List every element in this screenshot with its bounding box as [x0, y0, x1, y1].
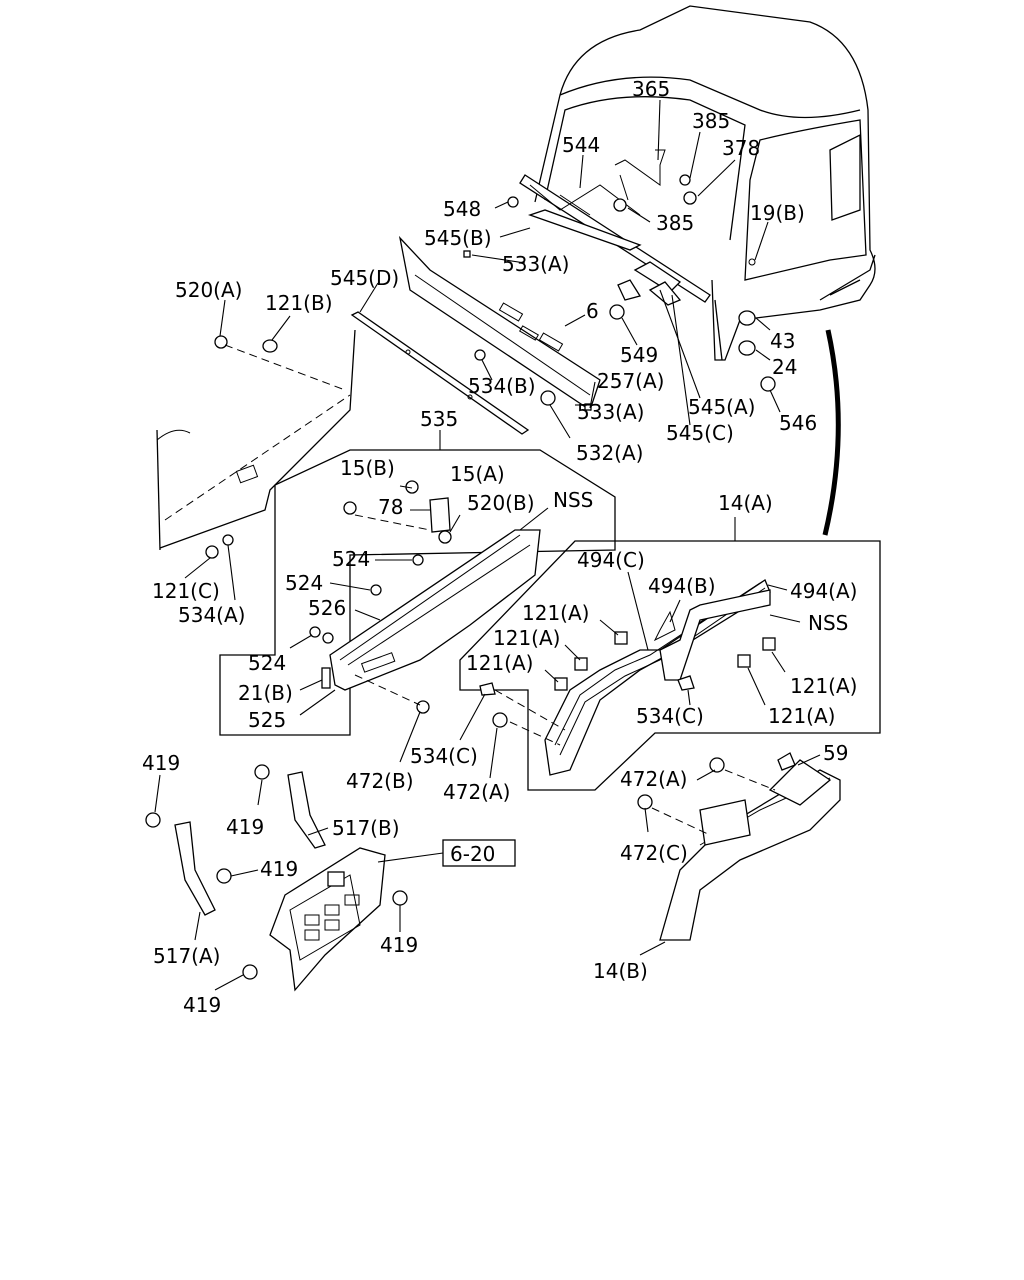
part-labels: 365 385 378 544 548 385 19(B) 545(B) 533…: [142, 77, 857, 1017]
label-548: 548: [443, 197, 481, 221]
label-526: 526: [308, 596, 346, 620]
label-365: 365: [632, 77, 670, 101]
label-532a: 532(A): [576, 441, 643, 465]
top-fasteners: [463, 174, 776, 411]
label-534b: 534(B): [468, 374, 536, 398]
label-21b: 21(B): [238, 681, 293, 705]
label-121a-1: 121(A): [522, 601, 589, 625]
label-419-3: 419: [260, 857, 298, 881]
label-533a-top: 533(A): [502, 252, 569, 276]
label-6: 6: [586, 299, 599, 323]
label-472a-left: 472(A): [443, 780, 510, 804]
label-378: 378: [722, 136, 760, 160]
box-14a: [459, 540, 881, 791]
label-121a-4: 121(A): [790, 674, 857, 698]
label-533a-bot: 533(A): [577, 400, 644, 424]
label-525: 525: [248, 708, 286, 732]
label-494c: 494(C): [577, 548, 645, 572]
left-fender-panel: [156, 329, 356, 559]
label-419-4: 419: [380, 933, 418, 957]
label-15b: 15(B): [340, 456, 395, 480]
label-520a: 520(A): [175, 278, 242, 302]
label-59: 59: [823, 741, 848, 765]
label-121c: 121(C): [152, 579, 220, 603]
label-419-2: 419: [226, 815, 264, 839]
label-14b: 14(B): [593, 959, 648, 983]
label-19b: 19(B): [750, 201, 805, 225]
panel-14b: [637, 752, 841, 941]
reference-arc: [822, 329, 841, 536]
step-assembly: [145, 764, 408, 992]
label-14a: 14(A): [718, 491, 773, 515]
label-545a: 545(A): [688, 395, 755, 419]
leader-lines: [154, 99, 821, 991]
label-534a: 534(A): [178, 603, 245, 627]
label-121a-2: 121(A): [493, 626, 560, 650]
ref-box-6-20: [442, 839, 516, 867]
label-nss-left: NSS: [553, 488, 593, 512]
label-472a-right: 472(A): [620, 767, 687, 791]
label-419-5: 419: [183, 993, 221, 1017]
label-544: 544: [562, 133, 600, 157]
label-24: 24: [772, 355, 797, 379]
label-257a: 257(A): [597, 369, 664, 393]
label-15a: 15(A): [450, 462, 505, 486]
box-535: [219, 449, 616, 736]
label-419-1: 419: [142, 751, 180, 775]
label-121a-5: 121(A): [768, 704, 835, 728]
label-535: 535: [420, 407, 458, 431]
label-121b: 121(B): [265, 291, 333, 315]
label-549: 549: [620, 343, 658, 367]
label-524-1: 524: [332, 547, 370, 571]
label-121a-3: 121(A): [466, 651, 533, 675]
cab-body: [534, 5, 876, 361]
label-385-top: 385: [692, 109, 730, 133]
label-385-mid: 385: [656, 211, 694, 235]
label-494a: 494(A): [790, 579, 857, 603]
label-520b: 520(B): [467, 491, 535, 515]
upper-grille-assembly: [350, 149, 711, 435]
label-494b: 494(B): [648, 574, 716, 598]
label-6-20: 6-20: [450, 842, 495, 866]
label-524-2: 524: [285, 571, 323, 595]
label-546: 546: [779, 411, 817, 435]
label-545b: 545(B): [424, 226, 492, 250]
label-78: 78: [378, 495, 403, 519]
label-545d: 545(D): [330, 266, 399, 290]
label-472c: 472(C): [620, 841, 688, 865]
label-534c-left: 534(C): [410, 744, 478, 768]
label-534c-right: 534(C): [636, 704, 704, 728]
label-517a: 517(A): [153, 944, 220, 968]
label-545c: 545(C): [666, 421, 734, 445]
label-472b: 472(B): [346, 769, 414, 793]
label-43: 43: [770, 329, 795, 353]
label-517b: 517(B): [332, 816, 400, 840]
label-nss-right: NSS: [808, 611, 848, 635]
label-524-3: 524: [248, 651, 286, 675]
